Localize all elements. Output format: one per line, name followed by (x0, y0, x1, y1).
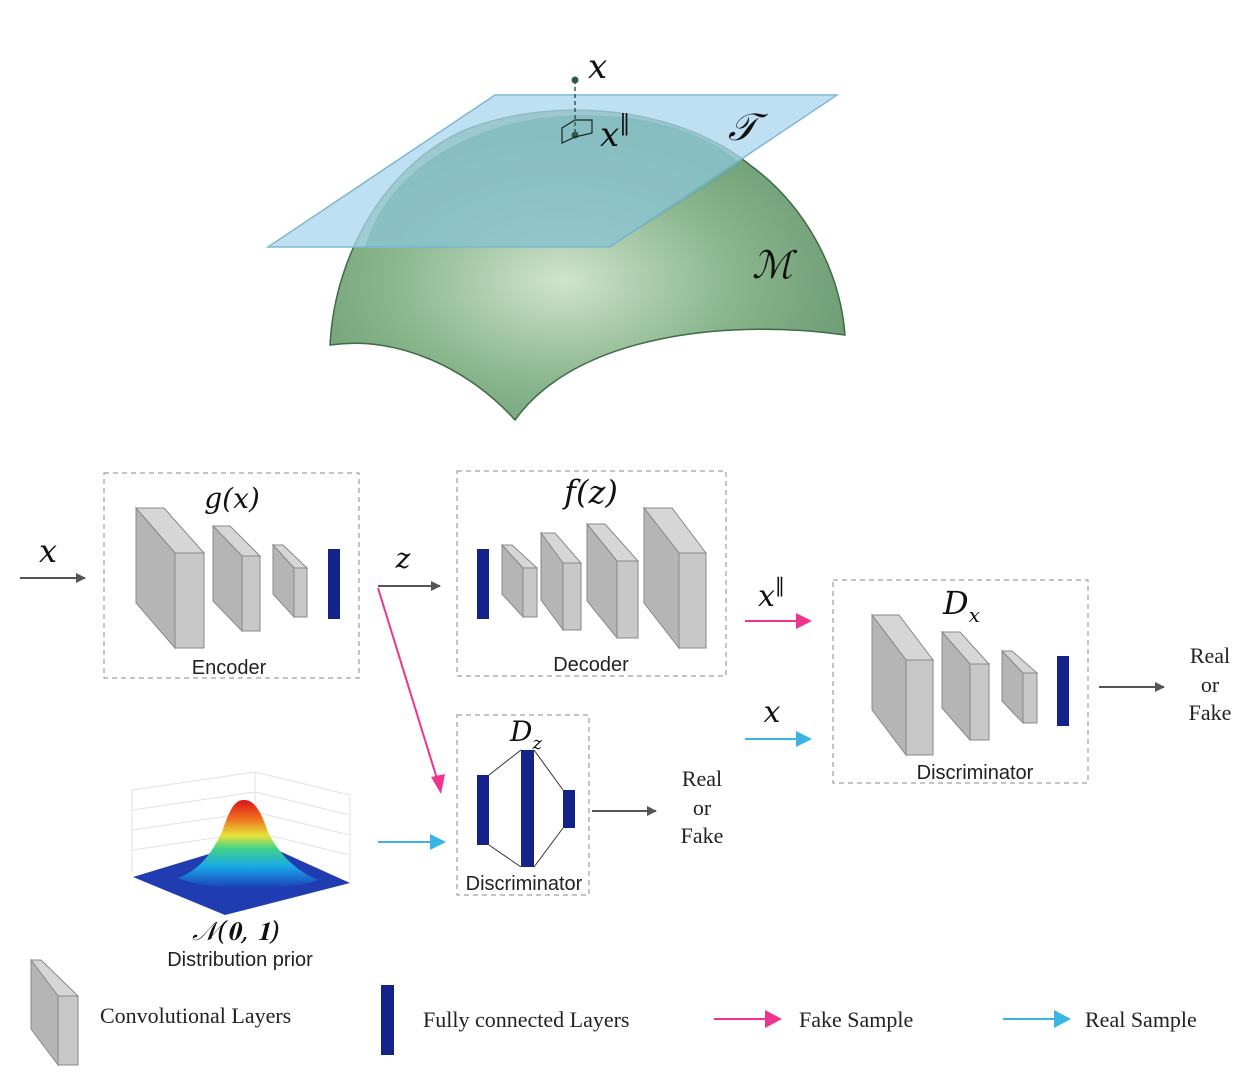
encoder-title: g(x) (204, 482, 260, 515)
encoder-caption: Encoder (192, 657, 267, 679)
latent-to-discz-fake-arrow (377, 587, 439, 783)
decoder-conv-1 (500, 543, 539, 619)
discx-conv-1 (870, 613, 935, 757)
discx-real-input-arrowhead (796, 731, 812, 747)
manifold-label: ℳ (752, 243, 798, 287)
legend-conv-icon (30, 958, 80, 1067)
legend-real-label: Real Sample (1085, 1007, 1197, 1032)
discz-block: Dz Discriminator (456, 714, 590, 896)
discx-frame (832, 579, 1089, 784)
prior-real-arrowhead (430, 834, 446, 850)
point-x-label: x (588, 47, 607, 87)
encoder-fc-layer (328, 549, 340, 619)
point-x-dot (571, 76, 579, 84)
discz-title: Dz (509, 715, 542, 754)
legend-fc-label: Fully connected Layers (423, 1007, 630, 1032)
discz-frame (456, 714, 590, 896)
prior-caption: Distribution prior (167, 949, 313, 971)
encoder-conv-3 (271, 543, 309, 619)
discz-fc-layer-1 (477, 775, 489, 845)
projection-label: x‖ (600, 111, 630, 155)
manifold-cap-under-plane (365, 115, 742, 247)
discz-connector-4 (533, 827, 564, 868)
legend-real-arrowhead (1054, 1010, 1071, 1028)
discx-fc-layer (1057, 656, 1069, 726)
encoder-conv-1 (134, 506, 206, 650)
discx-fake-input-label: x‖ (758, 573, 785, 614)
encoder-conv-2 (211, 524, 262, 633)
prior-plot (131, 771, 351, 915)
discz-output-line-3: Fake (681, 823, 724, 848)
discz-output-line-1: Real (682, 766, 722, 791)
discx-output-line-3: Fake (1189, 700, 1232, 725)
discx-real-input-label: x (764, 695, 781, 730)
right-angle-mark (561, 119, 593, 144)
prior-bell-surface (178, 800, 318, 889)
discx-output-line-1: Real (1190, 643, 1230, 668)
encoder-input-label: x (39, 532, 57, 570)
discx-title: Dx (942, 584, 980, 627)
decoder-conv-4 (642, 506, 708, 650)
decoder-fc-layer (477, 549, 489, 619)
legend-conv-label: Convolutional Layers (100, 1003, 291, 1028)
discx-caption: Discriminator (917, 762, 1034, 784)
legend-fake-arrowhead (765, 1010, 782, 1028)
decoder-frame (456, 470, 727, 677)
prior-label: 𝒩(𝟎, 𝟏) (192, 917, 280, 947)
latent-label: z (395, 542, 411, 575)
legend: Convolutional Layers Fully connected Lay… (30, 958, 1197, 1067)
decoder-block: f(z) Decoder (456, 470, 727, 677)
discz-caption: Discriminator (466, 873, 583, 895)
decoder-conv-3 (585, 522, 640, 640)
discz-connector-1 (488, 749, 522, 776)
decoder-title: f(z) (562, 473, 618, 511)
tangent-plane (265, 94, 840, 248)
discx-conv-3 (1000, 649, 1039, 725)
discz-fc-layer-3 (563, 790, 575, 828)
discz-fc-layer-2 (521, 750, 534, 867)
discz-connector-3 (533, 749, 564, 791)
discz-connector-2 (488, 844, 522, 868)
discz-output-line-2: or (693, 795, 712, 820)
encoder-block: g(x) Encoder (103, 472, 360, 679)
latent-to-discz-fake-arrowhead (431, 774, 445, 794)
decoder-conv-2 (540, 531, 583, 632)
discx-fake-input-arrowhead (796, 613, 812, 629)
legend-fc-icon (381, 985, 394, 1055)
legend-fake-label: Fake Sample (799, 1007, 913, 1032)
decoder-caption: Decoder (553, 654, 629, 676)
discx-block: Dx Discriminator (832, 579, 1089, 784)
discx-conv-2 (940, 630, 991, 742)
encoder-frame (103, 472, 360, 679)
discx-output-line-2: or (1201, 672, 1220, 697)
manifold-figure: x x‖ 𝒯 ℳ (265, 47, 846, 422)
